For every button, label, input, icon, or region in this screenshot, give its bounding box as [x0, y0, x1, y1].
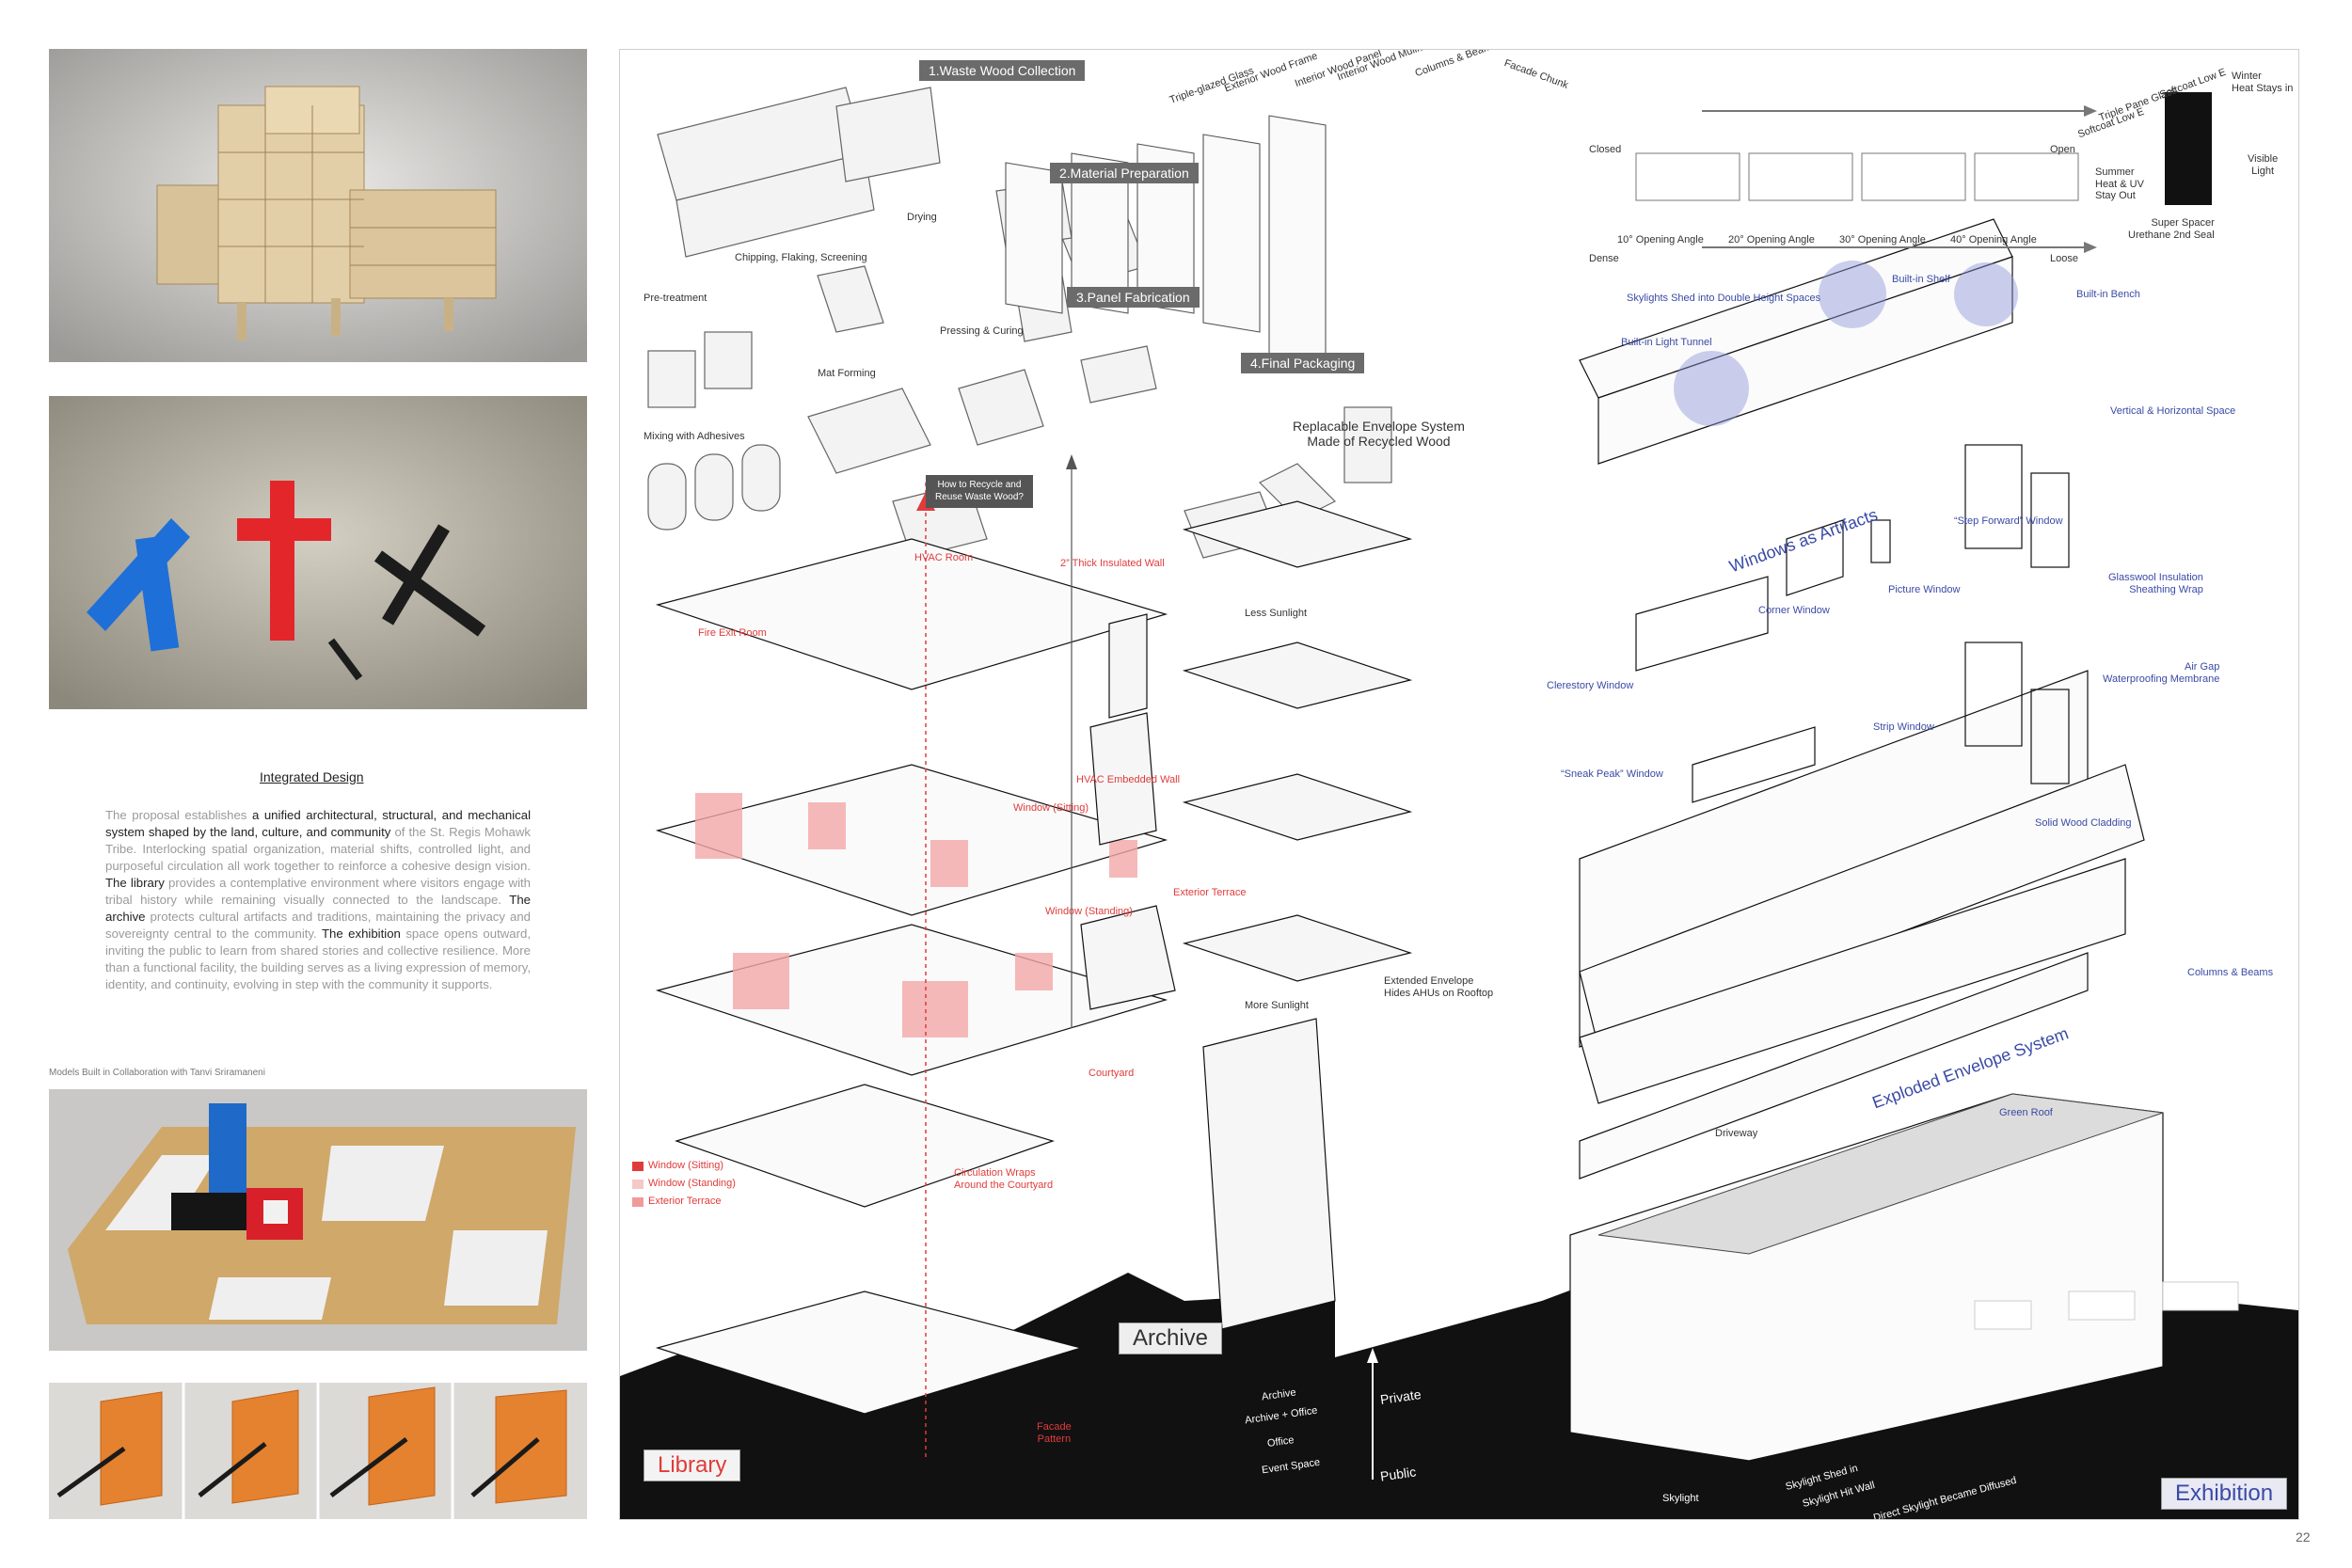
intro-paragraph: The proposal establishes a unified archi… — [105, 808, 532, 991]
label-hvac-wall: HVAC Embedded Wall — [1076, 774, 1181, 785]
label-dense: Dense — [1589, 253, 1619, 264]
abstract-model-photo — [49, 396, 587, 709]
legend-terrace: Exterior Terrace — [648, 1196, 722, 1207]
label-angle-10: 10° Opening Angle — [1617, 234, 1704, 245]
label-solid-wood: Solid Wood Cladding — [2035, 817, 2132, 829]
label-exterior-terrace: Exterior Terrace — [1173, 887, 1247, 898]
intro-title: Integrated Design — [260, 769, 364, 784]
model-credit: Models Built in Collaboration with Tanvi… — [49, 1068, 265, 1078]
legend-swatch-standing — [632, 1180, 644, 1189]
label-mat-forming: Mat Forming — [818, 368, 876, 379]
legend-swatch-sitting — [632, 1162, 644, 1171]
label-columns-beams-ex: Columns & Beams — [2187, 967, 2274, 978]
label-skylights: Skylights Shed into Double Height Spaces — [1627, 293, 1821, 304]
label-fire-exit: Fire Exit Room — [698, 627, 767, 639]
diagram-drawing — [620, 87, 2298, 1519]
label-less-sunlight: Less Sunlight — [1245, 608, 1308, 619]
archive-tag: Archive — [1119, 1323, 1223, 1354]
step-waste-wood-collection: 1.Waste Wood Collection — [919, 60, 1086, 81]
step-final-packaging: 4.Final Packaging — [1241, 353, 1365, 373]
label-strip-window: Strip Window — [1873, 721, 1934, 733]
label-built-in-shelf: Built-in Shelf — [1892, 274, 1950, 285]
wood-model-photo — [49, 49, 587, 362]
label-loose: Loose — [2050, 253, 2078, 264]
label-insulated-wall: 2” Thick Insulated Wall — [1060, 558, 1165, 569]
facade-model-photos — [49, 1383, 587, 1519]
legend-standing: Window (Standing) — [648, 1178, 736, 1189]
label-skylight: Skylight — [1662, 1493, 1699, 1504]
label-hvac-room: HVAC Room — [914, 552, 974, 563]
label-pretreatment: Pre-treatment — [644, 293, 707, 304]
label-open: Open — [2050, 144, 2075, 155]
label-mixing: Mixing with Adhesives — [644, 431, 745, 442]
label-chipping: Chipping, Flaking, Screening — [735, 252, 867, 263]
label-angle-40: 40° Opening Angle — [1950, 234, 2037, 245]
legend-sitting: Window (Sitting) — [648, 1160, 724, 1171]
label-angle-30: 30° Opening Angle — [1839, 234, 1926, 245]
exhibition-tag: Exhibition — [2161, 1478, 2288, 1510]
label-clerestory: Clerestory Window — [1547, 680, 1634, 691]
label-pressing: Pressing & Curing — [940, 325, 1024, 337]
label-built-in-bench: Built-in Bench — [2076, 289, 2140, 300]
label-window-sitting: Window (Sitting) — [1013, 802, 1089, 814]
label-picture-window: Picture Window — [1888, 584, 1961, 595]
step-material-preparation: 2.Material Preparation — [1050, 163, 1199, 183]
label-step-forward: “Step Forward” Window — [1954, 515, 2063, 527]
label-angle-20: 20° Opening Angle — [1728, 234, 1815, 245]
label-drying: Drying — [907, 212, 937, 223]
step-panel-fabrication: 3.Panel Fabrication — [1067, 287, 1200, 308]
legend-swatch-terrace — [632, 1197, 644, 1207]
label-sneak-peak: “Sneak Peak” Window — [1561, 768, 1663, 780]
label-window-standing: Window (Standing) — [1045, 906, 1133, 917]
site-model-photo — [49, 1089, 587, 1351]
label-corner-window: Corner Window — [1758, 605, 1830, 616]
label-courtyard: Courtyard — [1089, 1068, 1135, 1079]
page-number: 22 — [2296, 1529, 2311, 1544]
diagram-board: 1.Waste Wood Collection 2.Material Prepa… — [619, 49, 2299, 1520]
label-closed: Closed — [1589, 144, 1622, 155]
label-green-roof: Green Roof — [1999, 1107, 2053, 1118]
label-driveway: Driveway — [1715, 1128, 1758, 1139]
library-tag: Library — [644, 1449, 741, 1481]
label-light-tunnel: Built-in Light Tunnel — [1621, 337, 1712, 348]
label-more-sunlight: More Sunlight — [1245, 1000, 1309, 1011]
label-vertical-space: Vertical & Horizontal Space — [2110, 405, 2236, 417]
